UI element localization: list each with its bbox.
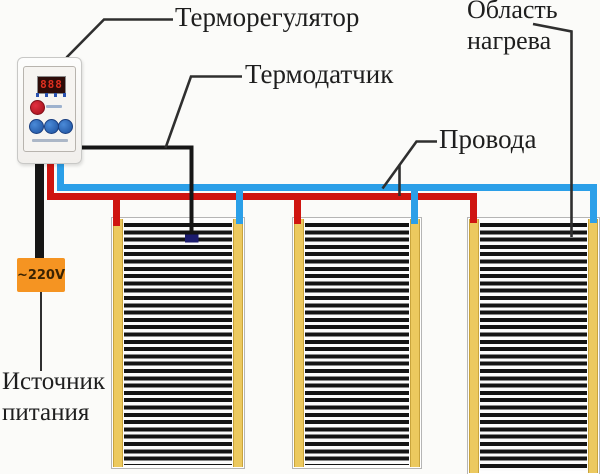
label-power-source-line1: Источник bbox=[2, 368, 106, 395]
thermostat-front-panel: 888 bbox=[23, 66, 76, 152]
label-heating-area-line2: нагрева bbox=[467, 26, 552, 55]
thermal-sensor-wire bbox=[77, 145, 194, 236]
indicator-led bbox=[45, 93, 48, 97]
heating-mat-1 bbox=[111, 217, 245, 469]
mat3-heating-stripes bbox=[480, 223, 587, 471]
label-thermoregulator: Терморегулятор bbox=[175, 2, 360, 32]
indicator-led bbox=[63, 93, 66, 97]
label-power-source: Источник питания bbox=[2, 366, 105, 428]
model-text-mark bbox=[46, 105, 62, 108]
label-heating-area-line1: Область bbox=[467, 0, 558, 24]
thermal-sensor-head bbox=[185, 234, 199, 243]
mat1-heating-stripes bbox=[124, 223, 232, 465]
mat1-copper-bus-right bbox=[233, 219, 243, 467]
label-power-source-line2: питания bbox=[2, 399, 90, 426]
label-thermosensor: Термодатчик bbox=[245, 59, 394, 89]
mat2-copper-bus-right bbox=[410, 219, 420, 467]
power-button bbox=[30, 100, 45, 115]
down-button bbox=[43, 119, 59, 134]
brand-text-mark bbox=[32, 139, 68, 142]
voltage-badge-label: ~220V bbox=[16, 267, 66, 283]
seven-segment-display: 888 bbox=[37, 76, 66, 94]
mat2-heating-stripes bbox=[305, 223, 409, 465]
up-button bbox=[58, 119, 73, 134]
display-digits: 888 bbox=[40, 78, 63, 91]
indicator-led bbox=[36, 93, 39, 97]
mat2-copper-bus-left bbox=[294, 219, 304, 467]
voltage-badge: ~220V bbox=[17, 258, 65, 292]
thermoregulator-device: 888 bbox=[17, 57, 82, 164]
pointer-heating-area bbox=[532, 22, 573, 237]
red-wire-main bbox=[47, 156, 477, 223]
mat1-copper-bus-left bbox=[113, 219, 123, 467]
heating-mat-2 bbox=[292, 217, 422, 469]
label-heating-area: Область нагрева bbox=[467, 0, 558, 56]
label-wires: Провода bbox=[439, 124, 537, 154]
indicator-led bbox=[54, 93, 57, 97]
pointer-thermoregulator bbox=[65, 18, 173, 59]
menu-button bbox=[29, 119, 44, 134]
mat3-copper-bus-left bbox=[469, 219, 479, 473]
pointer-wires-blue bbox=[381, 140, 437, 190]
pointer-thermosensor bbox=[164, 75, 242, 149]
indicator-led-row bbox=[36, 93, 66, 97]
heating-mat-3 bbox=[467, 217, 600, 474]
mat3-copper-bus-right bbox=[588, 219, 598, 473]
blue-wire-main bbox=[57, 156, 597, 223]
